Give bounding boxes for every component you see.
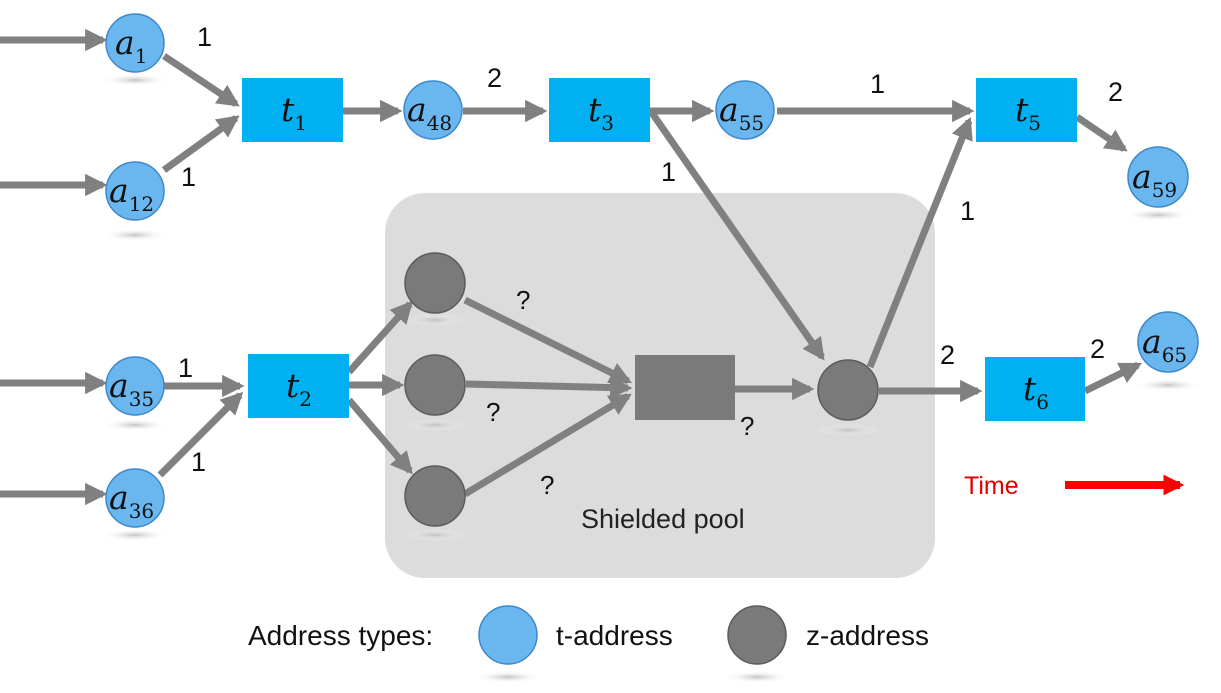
node-a35 [105, 356, 165, 416]
node-a1-label: a1 [115, 23, 147, 68]
label-t3-z: 1 [661, 157, 676, 187]
node-a65-label: a65 [1142, 322, 1187, 367]
transaction-t2-label: t2 [286, 366, 312, 411]
legend-title: Address types: [248, 620, 433, 651]
edge-t6-a65 [1083, 361, 1143, 395]
node-z-in-3 [404, 465, 466, 527]
edge-a36-t2 [157, 391, 244, 478]
transaction-t6-label: t6 [1023, 369, 1049, 414]
node-z-in-1 [404, 252, 466, 314]
legend: Address types: t-address z-address [248, 605, 929, 665]
node-a35-label: a35 [109, 366, 154, 411]
node-z-out [817, 359, 879, 421]
label-a12-t1: 1 [181, 162, 196, 192]
transaction-t5 [976, 78, 1077, 142]
transaction-t3-label: t3 [588, 90, 614, 135]
edge-z-t5 [866, 116, 973, 369]
edge-t3-z [649, 110, 825, 361]
node-labels: a1 a12 a48 a55 a59 a35 a36 a65 t1 t3 t5 … [109, 23, 1187, 523]
label-pool-q2: ? [486, 397, 500, 427]
time-label: Time [964, 472, 1019, 500]
node-a59 [1127, 146, 1189, 208]
z-address-nodes [404, 252, 879, 527]
shielded-pool-label: Shielded pool [581, 504, 745, 534]
node-a36-label: a36 [109, 478, 154, 523]
label-a55-t5: 1 [870, 69, 885, 99]
transaction-t1-label: t1 [281, 90, 307, 135]
label-pool-q1: ? [516, 285, 530, 315]
label-t5-a59: 2 [1108, 77, 1123, 107]
node-a59-label: a59 [1132, 157, 1177, 202]
label-pool-q3: ? [540, 470, 554, 500]
label-z-t5: 1 [960, 196, 975, 226]
legend-z-address-swatch [727, 605, 787, 665]
legend-t-address-swatch [478, 605, 538, 665]
edge-zin1-ztx [463, 296, 633, 385]
node-a36 [105, 468, 165, 528]
transaction-t3 [549, 78, 650, 142]
label-pool-q4: ? [740, 411, 754, 441]
node-a1 [105, 13, 165, 73]
node-a12 [105, 161, 165, 221]
edge-t2-zin3 [346, 397, 413, 475]
transaction-shielded [635, 355, 735, 420]
transaction-t1 [242, 78, 343, 142]
edge-t2-zin1 [346, 300, 413, 375]
label-z-t6: 2 [940, 340, 955, 370]
node-z-in-2 [404, 354, 466, 416]
transaction-t5-label: t5 [1015, 90, 1041, 135]
t-address-nodes [105, 13, 1199, 528]
label-a36-t2: 1 [191, 447, 206, 477]
edges [0, 28, 1143, 506]
transaction-t2 [248, 354, 349, 418]
transactions [242, 78, 1085, 421]
edge-a1-t1 [162, 53, 240, 107]
edge-a12-t1 [161, 115, 240, 173]
legend-t-address-label: t-address [556, 620, 673, 651]
edge-t5-a59 [1075, 114, 1128, 152]
node-a65 [1137, 311, 1199, 373]
node-a55 [715, 80, 775, 140]
edge-labels: 1 1 2 1 2 1 1 1 1 2 2 ? ? ? ? [178, 22, 1123, 500]
label-t6-a65: 2 [1090, 334, 1105, 364]
label-a35-t2: 1 [178, 353, 193, 383]
node-a55-label: a55 [719, 90, 764, 135]
transaction-t6 [985, 357, 1085, 421]
node-a12-label: a12 [109, 171, 154, 216]
edge-zin2-ztx [465, 376, 633, 399]
label-t1-a48: 2 [487, 63, 502, 93]
node-a48 [403, 80, 463, 140]
legend-z-address-label: z-address [806, 620, 929, 651]
edge-zin3-ztx [463, 393, 632, 497]
node-a48-label: a48 [407, 90, 452, 135]
label-a1-t1: 1 [197, 22, 212, 52]
